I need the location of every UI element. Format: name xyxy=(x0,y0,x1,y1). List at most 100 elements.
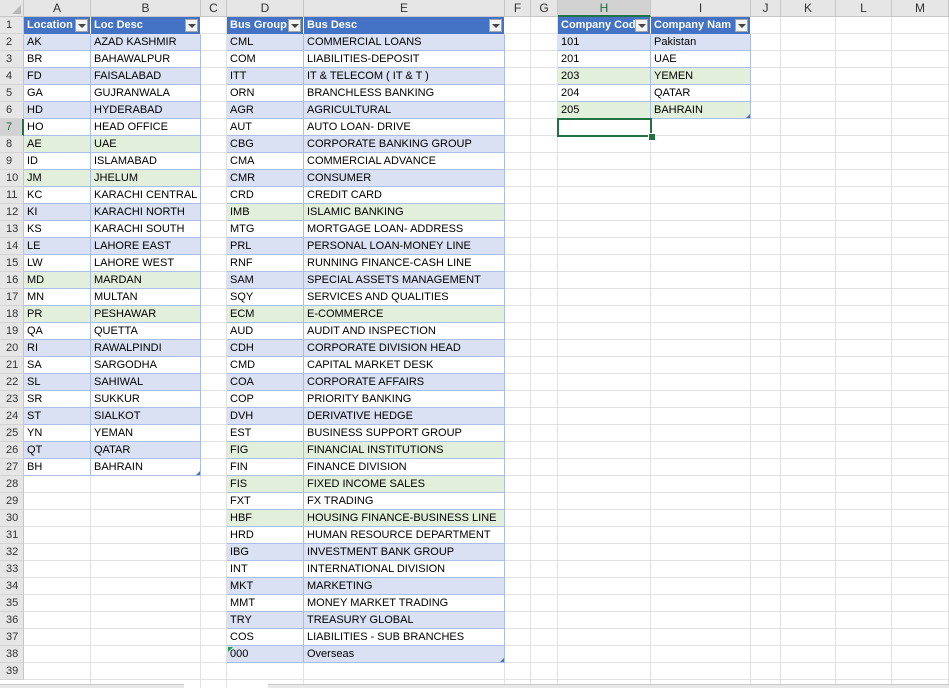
table-cell[interactable]: YEMAN xyxy=(91,425,201,442)
row-header-22[interactable]: 22 xyxy=(0,374,24,391)
filter-dropdown-icon[interactable] xyxy=(635,19,648,32)
table-cell[interactable]: KARACHI SOUTH xyxy=(91,221,201,238)
table-cell[interactable]: SR xyxy=(24,391,91,408)
table-cell[interactable]: SIALKOT xyxy=(91,408,201,425)
column-header-g[interactable]: G xyxy=(531,0,558,17)
table-cell[interactable]: MARKETING xyxy=(304,578,505,595)
table-cell[interactable]: DVH xyxy=(227,408,304,425)
row-header-18[interactable]: 18 xyxy=(0,306,24,323)
table-cell[interactable]: COS xyxy=(227,629,304,646)
table-cell[interactable]: SUKKUR xyxy=(91,391,201,408)
table-cell[interactable]: ECM xyxy=(227,306,304,323)
row-header-39[interactable]: 39 xyxy=(0,663,24,680)
table-cell[interactable]: PR xyxy=(24,306,91,323)
table-cell[interactable]: ID xyxy=(24,153,91,170)
table-cell[interactable]: MTG xyxy=(227,221,304,238)
table-cell[interactable]: MD xyxy=(24,272,91,289)
table-cell[interactable]: CMD xyxy=(227,357,304,374)
table-cell[interactable]: PRL xyxy=(227,238,304,255)
table-cell[interactable]: ITT xyxy=(227,68,304,85)
table-cell[interactable]: CDH xyxy=(227,340,304,357)
row-header-23[interactable]: 23 xyxy=(0,391,24,408)
column-header-i[interactable]: I xyxy=(651,0,751,17)
row-header-9[interactable]: 9 xyxy=(0,153,24,170)
column-header-c[interactable]: C xyxy=(201,0,227,17)
table-cell[interactable]: BH xyxy=(24,459,91,476)
table-cell[interactable]: ST xyxy=(24,408,91,425)
table-cell[interactable]: JHELUM xyxy=(91,170,201,187)
table-cell[interactable]: CORPORATE DIVISION HEAD xyxy=(304,340,505,357)
filter-dropdown-icon[interactable] xyxy=(489,19,502,32)
table-cell[interactable]: BR xyxy=(24,51,91,68)
table-cell[interactable]: CMA xyxy=(227,153,304,170)
table-cell[interactable]: AZAD KASHMIR xyxy=(91,34,201,51)
table-cell[interactable]: 000 xyxy=(227,646,304,663)
filter-dropdown-icon[interactable] xyxy=(185,19,198,32)
table-cell[interactable]: MULTAN xyxy=(91,289,201,306)
row-header-11[interactable]: 11 xyxy=(0,187,24,204)
table-cell[interactable]: QATAR xyxy=(91,442,201,459)
table-cell[interactable]: SPECIAL ASSETS MANAGEMENT xyxy=(304,272,505,289)
column-header-e[interactable]: E xyxy=(304,0,505,17)
table-cell[interactable]: QATAR xyxy=(651,85,751,102)
table-cell[interactable]: RNF xyxy=(227,255,304,272)
table-header-bus-desc[interactable]: Bus Desc xyxy=(304,17,505,34)
table-cell[interactable]: SAM xyxy=(227,272,304,289)
table-cell[interactable]: MORTGAGE LOAN- ADDRESS xyxy=(304,221,505,238)
table-cell[interactable]: AE xyxy=(24,136,91,153)
table-cell[interactable]: IBG xyxy=(227,544,304,561)
table-cell[interactable]: BRANCHLESS BANKING xyxy=(304,85,505,102)
table-resize-handle-icon[interactable] xyxy=(500,658,504,662)
table-cell[interactable]: BAHAWALPUR xyxy=(91,51,201,68)
table-cell[interactable]: TRY xyxy=(227,612,304,629)
table-cell[interactable]: AUT xyxy=(227,119,304,136)
table-cell[interactable]: RUNNING FINANCE-CASH LINE xyxy=(304,255,505,272)
table-cell[interactable]: COMMERCIAL LOANS xyxy=(304,34,505,51)
table-cell[interactable]: KI xyxy=(24,204,91,221)
column-header-a[interactable]: A xyxy=(24,0,91,17)
horizontal-scrollbar[interactable] xyxy=(268,684,949,688)
row-header-30[interactable]: 30 xyxy=(0,510,24,527)
table-cell[interactable]: IMB xyxy=(227,204,304,221)
table-cell[interactable]: COA xyxy=(227,374,304,391)
table-cell[interactable]: UAE xyxy=(91,136,201,153)
table-cell[interactable]: FD xyxy=(24,68,91,85)
table-cell[interactable]: Overseas xyxy=(304,646,505,663)
table-cell[interactable]: LIABILITIES - SUB BRANCHES xyxy=(304,629,505,646)
table-cell[interactable]: IT & TELECOM ( IT & T ) xyxy=(304,68,505,85)
table-cell[interactable]: HD xyxy=(24,102,91,119)
table-header-location[interactable]: Location xyxy=(24,17,91,34)
table-cell[interactable]: 203 xyxy=(558,68,651,85)
table-header-company-cod[interactable]: Company Cod xyxy=(558,17,651,34)
table-cell[interactable]: LAHORE EAST xyxy=(91,238,201,255)
column-header-k[interactable]: K xyxy=(781,0,836,17)
table-cell[interactable]: FIN xyxy=(227,459,304,476)
table-resize-handle-icon[interactable] xyxy=(746,114,750,118)
table-cell[interactable]: COP xyxy=(227,391,304,408)
table-cell[interactable]: INVESTMENT BANK GROUP xyxy=(304,544,505,561)
table-cell[interactable]: INT xyxy=(227,561,304,578)
row-header-1[interactable]: 1 xyxy=(0,17,24,34)
row-header-27[interactable]: 27 xyxy=(0,459,24,476)
table-cell[interactable]: YN xyxy=(24,425,91,442)
table-cell[interactable]: SARGODHA xyxy=(91,357,201,374)
table-cell[interactable]: KC xyxy=(24,187,91,204)
table-cell[interactable]: QA xyxy=(24,323,91,340)
error-indicator-icon[interactable] xyxy=(228,647,233,652)
table-cell[interactable]: CORPORATE BANKING GROUP xyxy=(304,136,505,153)
row-header-2[interactable]: 2 xyxy=(0,34,24,51)
table-cell[interactable]: FAISALABAD xyxy=(91,68,201,85)
table-cell[interactable]: LIABILITIES-DEPOSIT xyxy=(304,51,505,68)
table-cell[interactable]: SL xyxy=(24,374,91,391)
row-header-12[interactable]: 12 xyxy=(0,204,24,221)
table-cell[interactable]: MMT xyxy=(227,595,304,612)
table-cell[interactable]: DERIVATIVE HEDGE xyxy=(304,408,505,425)
filter-dropdown-icon[interactable] xyxy=(75,19,88,32)
row-header-37[interactable]: 37 xyxy=(0,629,24,646)
table-cell[interactable]: E-COMMERCE xyxy=(304,306,505,323)
table-cell[interactable]: FINANCIAL INSTITUTIONS xyxy=(304,442,505,459)
table-cell[interactable]: HUMAN RESOURCE DEPARTMENT xyxy=(304,527,505,544)
table-cell[interactable]: HO xyxy=(24,119,91,136)
table-cell[interactable]: CML xyxy=(227,34,304,51)
